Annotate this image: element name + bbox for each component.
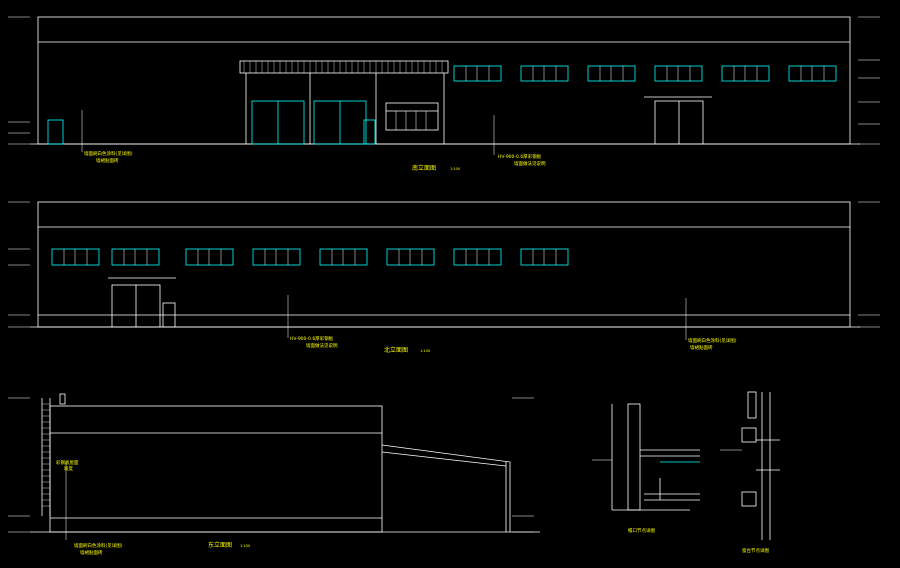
side-elevation-title: 东立面图 — [208, 541, 232, 549]
side-elevation-scale: 1:100 — [240, 544, 250, 548]
back-elevation — [30, 201, 860, 340]
side-note-bottom-1: 墙面刷白色涂料(见详图) — [74, 542, 123, 549]
front-elevation-scale: 1:100 — [450, 167, 460, 171]
back-elevation-scale: 1:100 — [420, 349, 430, 353]
side-annotations: 彩钢板屋面 坡度 墙面刷白色涂料(见详图) 墙裙贴面砖 东立面图 1:100 — [56, 459, 250, 556]
detail-eave — [592, 403, 700, 511]
side-note-mid-1: 彩钢板屋面 — [56, 459, 79, 466]
detail-annotations: 檐口节点详图 窗台节点详图 — [628, 527, 769, 554]
back-level-marks — [8, 201, 880, 328]
front-note-right-1: HV-900-0.6厚彩钢板 — [498, 153, 542, 160]
front-elevation — [30, 16, 860, 155]
side-elevation — [30, 393, 540, 540]
back-elevation-title: 北立面图 — [384, 346, 408, 354]
detail-right-title: 窗台节点详图 — [742, 547, 769, 554]
front-note-right-2: 墙面做法见说明 — [514, 160, 546, 167]
back-note-mid-2: 墙面做法见说明 — [306, 342, 338, 349]
front-note-left-1: 墙面刷白色涂料(见详图) — [84, 150, 133, 157]
side-level-marks — [8, 397, 534, 533]
detail-sill — [720, 391, 780, 540]
back-annotations: HV-900-0.6厚彩钢板 墙面做法见说明 墙面刷白色涂料(见详图) 墙裙贴面… — [290, 335, 737, 354]
side-note-mid-2: 坡度 — [64, 465, 73, 472]
front-annotations: 墙面刷白色涂料(见详图) 墙裙贴面砖 HV-900-0.6厚彩钢板 墙面做法见说… — [84, 150, 546, 172]
front-elevation-title: 南立面图 — [412, 164, 436, 172]
detail-left-title: 檐口节点详图 — [628, 527, 655, 534]
front-level-marks — [8, 16, 880, 145]
front-note-left-2: 墙裙贴面砖 — [96, 157, 119, 164]
back-note-mid-1: HV-900-0.6厚彩钢板 — [290, 335, 334, 342]
back-note-right-1: 墙面刷白色涂料(见详图) — [688, 337, 737, 344]
side-note-bottom-2: 墙裙贴面砖 — [80, 549, 103, 556]
back-note-right-2: 墙裙贴面砖 — [690, 344, 713, 351]
